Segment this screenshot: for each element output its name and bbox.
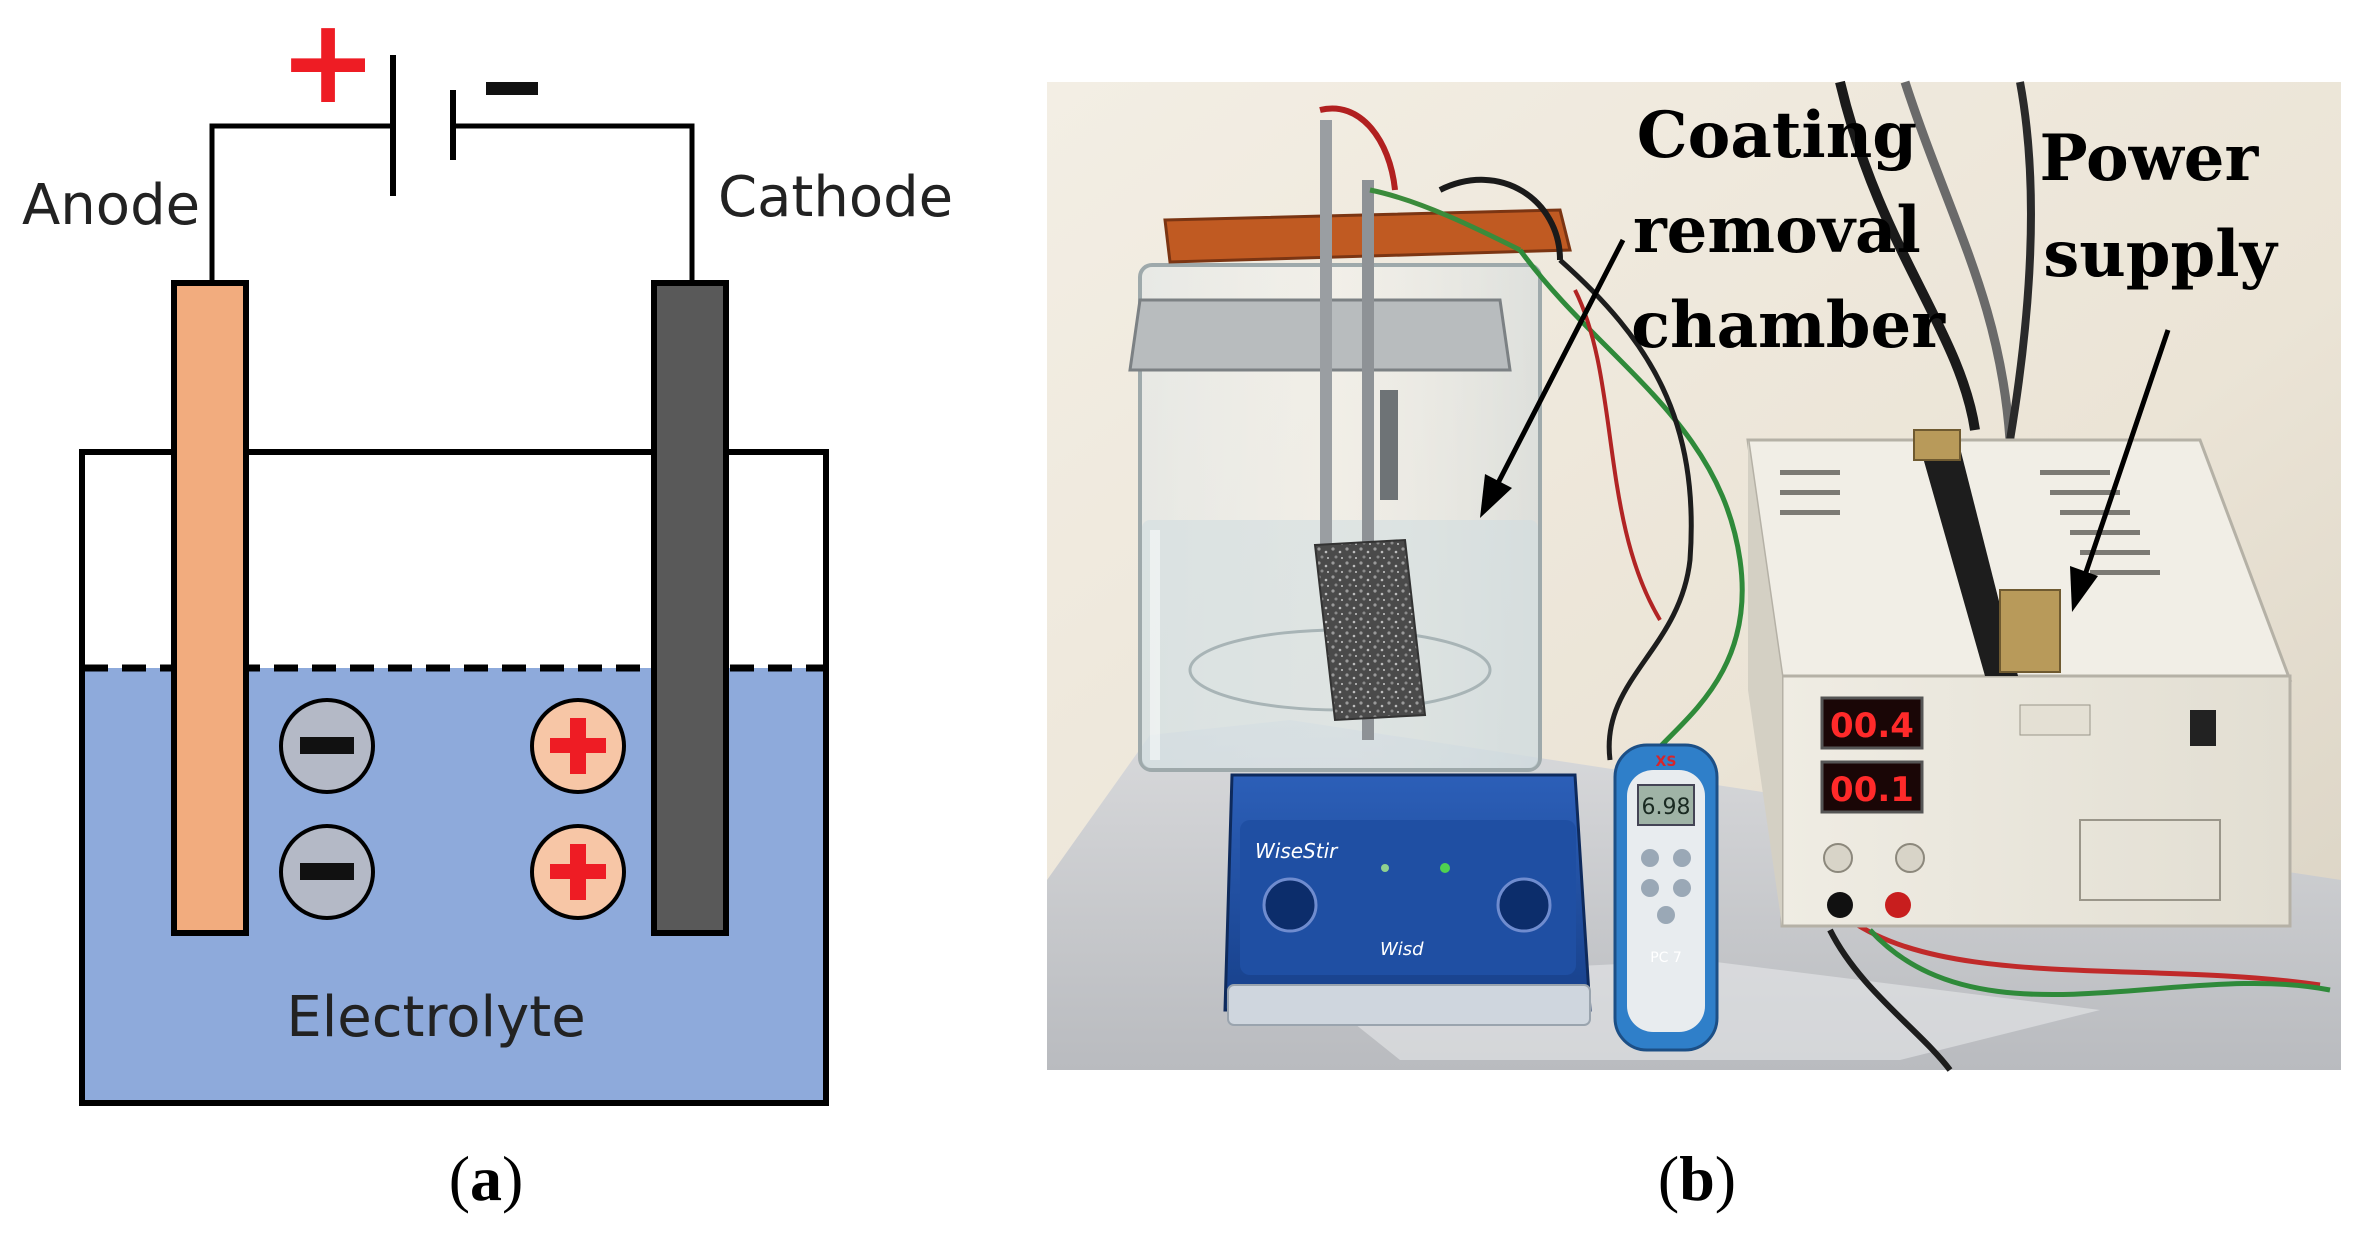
photo-current-display <box>1820 760 1924 814</box>
photo-cable <box>1835 80 1980 431</box>
svg-text:PC 7: PC 7 <box>1650 950 1682 966</box>
svg-text:XS: XS <box>1656 754 1677 770</box>
photo-cable <box>2006 81 2035 441</box>
photo-wire-black-floor <box>1827 928 1953 1072</box>
container-outline <box>79 449 829 1106</box>
electrolyte-label: Electrolyte <box>286 985 585 1050</box>
cathode-label: Cathode <box>718 165 953 230</box>
photo-terminal-black <box>1827 892 1853 918</box>
anode-electrode <box>171 280 249 936</box>
photo-wire-green-floor <box>1868 928 2331 997</box>
anode-wire <box>209 123 393 280</box>
battery-minus-sign <box>486 82 538 95</box>
photo-voltage-display <box>1820 696 1924 750</box>
photo-coated-sample <box>1313 538 1427 722</box>
svg-text:00.4: 00.4 <box>1830 706 1914 746</box>
photo-wire-green <box>1517 248 1745 781</box>
anion-ion <box>279 698 375 794</box>
cathode-wire <box>453 123 695 282</box>
anion-ion <box>279 824 375 920</box>
photo-wire-red <box>1573 289 1662 622</box>
photo-terminal-red <box>1885 892 1911 918</box>
photo-cable <box>1900 80 2015 441</box>
photo-wire-red-floor <box>1848 917 2321 988</box>
battery-plus-sign: + <box>279 0 378 130</box>
stirrer-left-knob <box>1262 877 1318 933</box>
chamber-label: Coating removal chamber <box>1631 98 1946 363</box>
stirrer-right-knob <box>1496 877 1552 933</box>
cathode-electrode <box>651 280 729 936</box>
svg-text:00.1: 00.1 <box>1830 770 1914 810</box>
photo-magnetic-stirrer: WiseStir Wisd <box>1223 773 1592 1026</box>
cation-ion <box>530 824 626 920</box>
svg-text:Wisd: Wisd <box>1380 939 1424 960</box>
power-supply-annotation-arrow <box>2070 329 2171 612</box>
photo-wire-black <box>1558 258 1694 761</box>
power-supply-label: Power supply <box>2040 121 2281 292</box>
caption-a: (a) <box>449 1143 524 1214</box>
photo-ph-meter: 6.98 XS PC 7 <box>1613 743 1719 1052</box>
cation-ion <box>530 698 626 794</box>
anode-label: Anode <box>22 173 200 238</box>
caption-b: (b) <box>1658 1143 1736 1214</box>
svg-text:6.98: 6.98 <box>1642 795 1691 820</box>
svg-text:WiseStir: WiseStir <box>1255 839 1339 863</box>
panel-b-photo: WiseStir Wisd <box>1047 80 2341 1214</box>
photo-power-supply: 00.4 00.1 <box>1746 429 2293 928</box>
photo-coating-removal-chamber <box>1128 120 1572 772</box>
chamber-annotation-arrow <box>1480 238 1626 518</box>
panel-a-electrolysis-diagram: + Anode Cathode <box>22 0 953 1214</box>
photo-cable-red <box>1319 105 1398 191</box>
